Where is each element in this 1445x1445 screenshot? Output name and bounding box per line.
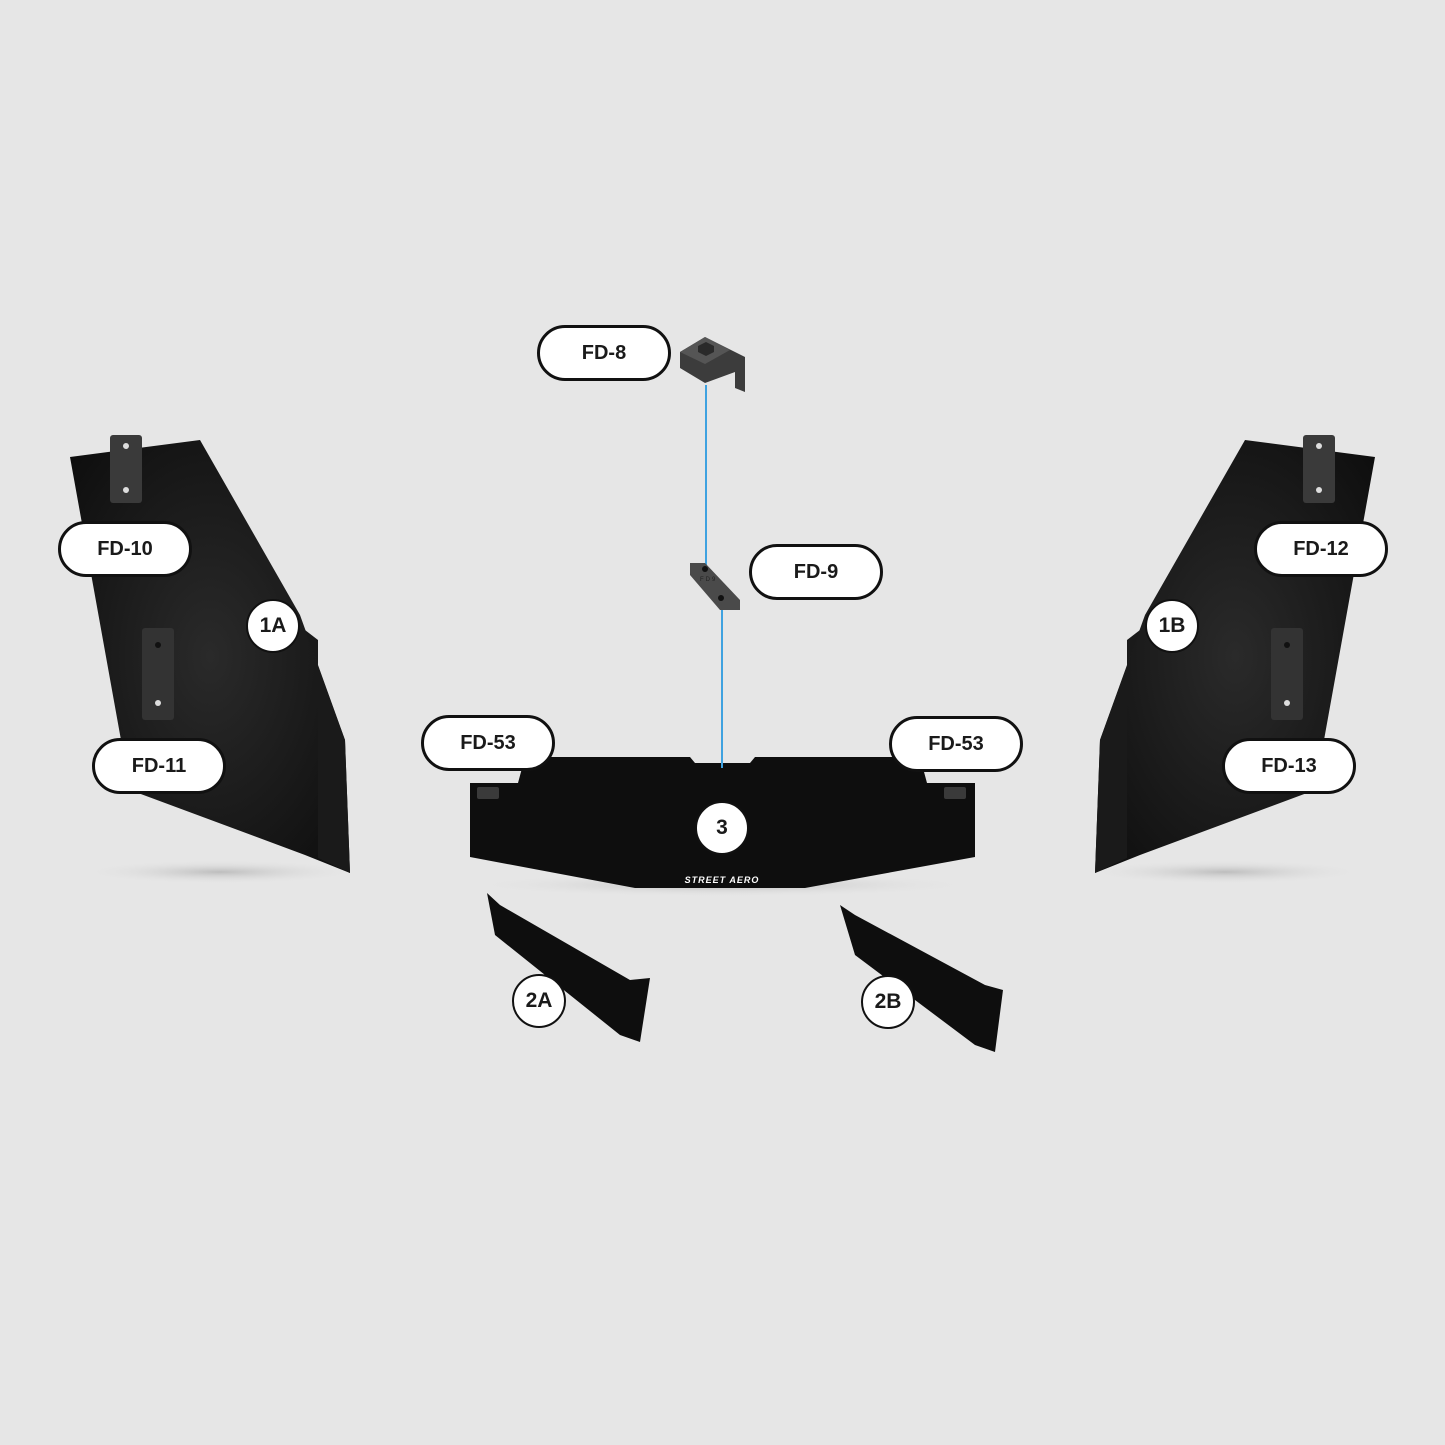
part-engraving: FD9	[700, 577, 718, 583]
label-fd-53-left: FD-53	[421, 715, 555, 771]
label-panel-2b: 2B	[861, 975, 915, 1029]
label-fd-13: FD-13	[1222, 738, 1356, 794]
panel-1a	[70, 435, 350, 873]
brand-logo-text: STREET AERO	[684, 875, 760, 885]
label-panel-3: 3	[695, 801, 749, 855]
bracket-fd11	[142, 628, 174, 720]
bracket-fd53-right	[944, 787, 966, 799]
label-fd-8: FD-8	[537, 325, 671, 381]
panel-2a	[487, 893, 650, 1042]
label-fd-10: FD-10	[58, 521, 192, 577]
label-panel-1b: 1B	[1145, 599, 1199, 653]
label-panel-1a: 1A	[246, 599, 300, 653]
label-fd-53-right: FD-53	[889, 716, 1023, 772]
label-fd-12: FD-12	[1254, 521, 1388, 577]
panel-2b	[840, 905, 1003, 1052]
label-panel-2a: 2A	[512, 974, 566, 1028]
bracket-fd10	[110, 435, 142, 503]
shadow	[1085, 860, 1365, 884]
label-fd-9: FD-9	[749, 544, 883, 600]
label-fd-11: FD-11	[92, 738, 226, 794]
part-fd8	[680, 337, 745, 392]
shadow	[80, 860, 360, 884]
bracket-fd53-left	[477, 787, 499, 799]
panel-1b	[1095, 435, 1375, 873]
part-fd9	[690, 563, 740, 610]
